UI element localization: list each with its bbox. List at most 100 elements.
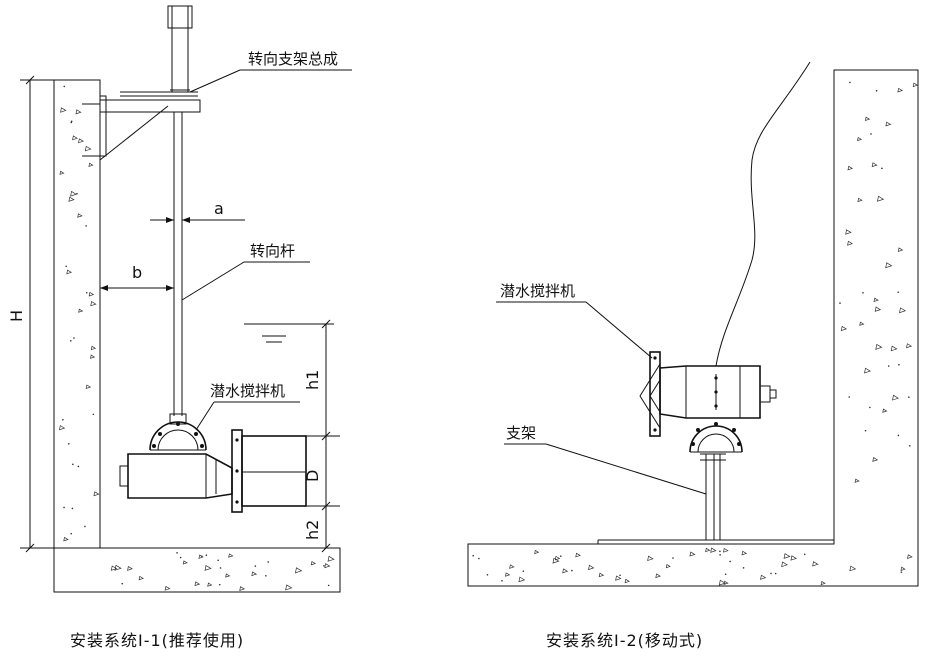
hatch-dot [862, 291, 864, 294]
hatch-triangle [198, 554, 204, 559]
hatch-triangle [906, 343, 913, 349]
hatch-dot [803, 553, 806, 556]
hatch-triangle [93, 491, 100, 497]
hatch-triangle [781, 561, 788, 568]
hatch-triangle [847, 240, 853, 246]
hatch-triangle [624, 578, 630, 584]
hatch-triangle [718, 579, 726, 586]
hatch-triangle [84, 145, 92, 152]
hatch-triangle [110, 565, 118, 571]
hatch-dot [522, 570, 525, 572]
hatch-triangle [78, 308, 84, 313]
hatch-triangle [207, 582, 213, 587]
hatch-dot [63, 85, 66, 88]
hatch-triangle [294, 567, 303, 574]
hatch-triangle [723, 580, 729, 586]
leader-steering-rod: 转向杆 [181, 242, 310, 301]
hatch-dot [724, 573, 727, 576]
hatch-triangle [562, 568, 569, 574]
right-installation-system: 潜水搅拌机 支架 安装系统Ⅰ-2(移动式) [467, 61, 919, 650]
label-steering-bracket: 转向支架总成 [248, 50, 338, 68]
hatch-dot [219, 567, 222, 569]
hatch-dot [267, 561, 270, 563]
hatch-dot [73, 337, 75, 339]
label-mixer-right: 潜水搅拌机 [500, 282, 575, 300]
label-mixer-left: 潜水搅拌机 [210, 382, 285, 400]
hatch-triangle [705, 547, 711, 553]
hatch-dot [672, 557, 674, 559]
leader-mixer-left: 潜水搅拌机 [195, 382, 300, 431]
hatch-triangle [310, 560, 317, 566]
hatch-triangle [900, 566, 906, 571]
hatch-dot [323, 564, 325, 567]
hatch-dot [176, 551, 178, 554]
dimension-a: a [150, 199, 245, 223]
hatch-triangle [285, 584, 293, 591]
hatch-dot [254, 565, 257, 567]
hatch-dot [770, 572, 772, 575]
hatch-triangle [251, 571, 258, 577]
hatch-triangle [845, 229, 852, 235]
steering-bracket-assembly [82, 5, 201, 161]
hatch-dot [85, 291, 88, 294]
hatch-triangle [66, 269, 73, 275]
hatch-dot [619, 574, 621, 577]
hatch-triangle [194, 581, 201, 587]
hatch-triangle [239, 586, 246, 591]
support-bracket [700, 453, 726, 540]
hatch-dot [70, 532, 72, 535]
hatch-triangle [88, 291, 95, 297]
hatch-dot [218, 583, 221, 586]
hatch-triangle [857, 136, 863, 142]
hatch-dot [72, 463, 74, 466]
power-cable [715, 61, 811, 367]
hatch-triangle [63, 536, 69, 542]
hatch-dot [63, 506, 65, 509]
hatch-dot [84, 525, 86, 528]
hatch-triangle [228, 553, 234, 558]
dim-a-label: a [214, 199, 224, 218]
hatch-triangle [890, 345, 898, 352]
hatch-triangle [876, 195, 885, 202]
hatch-triangle [760, 574, 767, 580]
hatch-triangle [68, 196, 75, 202]
hatch-triangle [59, 170, 65, 175]
hatch-triangle [857, 197, 863, 203]
hatch-triangle [874, 306, 882, 312]
hatch-dot [875, 90, 878, 92]
hatch-dot [205, 554, 208, 557]
hatch-dot [870, 133, 872, 135]
hatch-triangle [225, 573, 231, 578]
hatch-triangle [324, 563, 331, 569]
hatch-dot [742, 567, 745, 569]
hatch-dot [68, 443, 70, 445]
hatch-triangle [647, 555, 654, 562]
hatch-triangle [885, 121, 892, 127]
hatch-triangle [871, 162, 878, 168]
hatch-dot [881, 167, 883, 170]
label-steering-rod: 转向杆 [250, 242, 295, 260]
hatch-dot [71, 507, 74, 510]
hatch-triangle [90, 301, 97, 307]
hatch-triangle [790, 555, 798, 561]
dim-D-label: D [303, 470, 322, 482]
hatch-triangle [859, 321, 865, 326]
hatch-dot [900, 571, 903, 573]
hatch-triangle [864, 367, 872, 374]
hatch-dot [85, 225, 87, 227]
hatch-triangle [897, 87, 903, 93]
hatch-triangle [615, 575, 622, 581]
hatch-triangle [85, 384, 92, 389]
hatch-dot [719, 550, 721, 553]
hatch-dot [62, 418, 64, 421]
water-level-symbol [244, 323, 334, 343]
hatch-triangle [689, 551, 696, 557]
hatch-triangle [72, 135, 78, 141]
dimension-b: b [100, 263, 174, 291]
hatch-triangle [60, 107, 67, 113]
hatch-dot [898, 363, 900, 366]
hatch-triangle [665, 564, 671, 569]
hatch-triangle [575, 552, 581, 558]
hatch-triangle [820, 580, 826, 586]
hatch-triangle [864, 116, 871, 121]
